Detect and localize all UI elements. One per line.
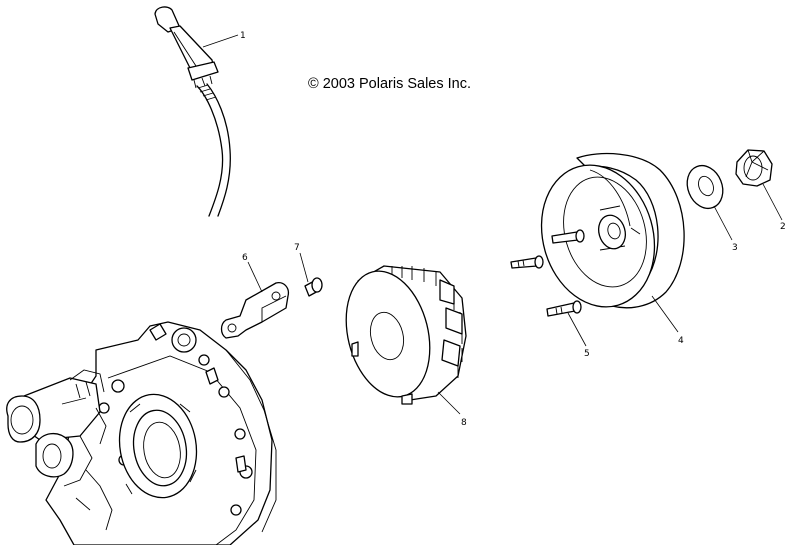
callout-8: 8: [437, 391, 467, 428]
callout-2: 2: [762, 183, 786, 232]
callout-label-6: 6: [242, 253, 248, 263]
callout-4: 4: [651, 295, 684, 346]
engine-cover: [6, 321, 277, 545]
callout-label-1: 1: [240, 31, 246, 41]
callout-label-5: 5: [584, 349, 590, 359]
callout-6: 6: [242, 253, 263, 293]
screw: [304, 277, 323, 297]
callout-label-8: 8: [461, 418, 467, 428]
bracket: [220, 282, 290, 339]
callout-label-3: 3: [732, 243, 738, 253]
callout-7: 7: [294, 243, 309, 283]
flywheel: [540, 152, 685, 309]
callout-label-2: 2: [780, 222, 786, 232]
callout-label-4: 4: [678, 336, 684, 346]
callout-3: 3: [713, 205, 738, 253]
washer: [686, 164, 724, 210]
spark-plug-cap: [154, 6, 231, 217]
bolts: [510, 229, 585, 317]
stator: [345, 265, 467, 405]
callout-label-7: 7: [294, 243, 300, 253]
copyright-text: © 2003 Polaris Sales Inc.: [308, 76, 471, 92]
callout-1: 1: [202, 31, 246, 48]
flywheel-nut: [735, 149, 773, 187]
callout-5: 5: [567, 312, 590, 359]
